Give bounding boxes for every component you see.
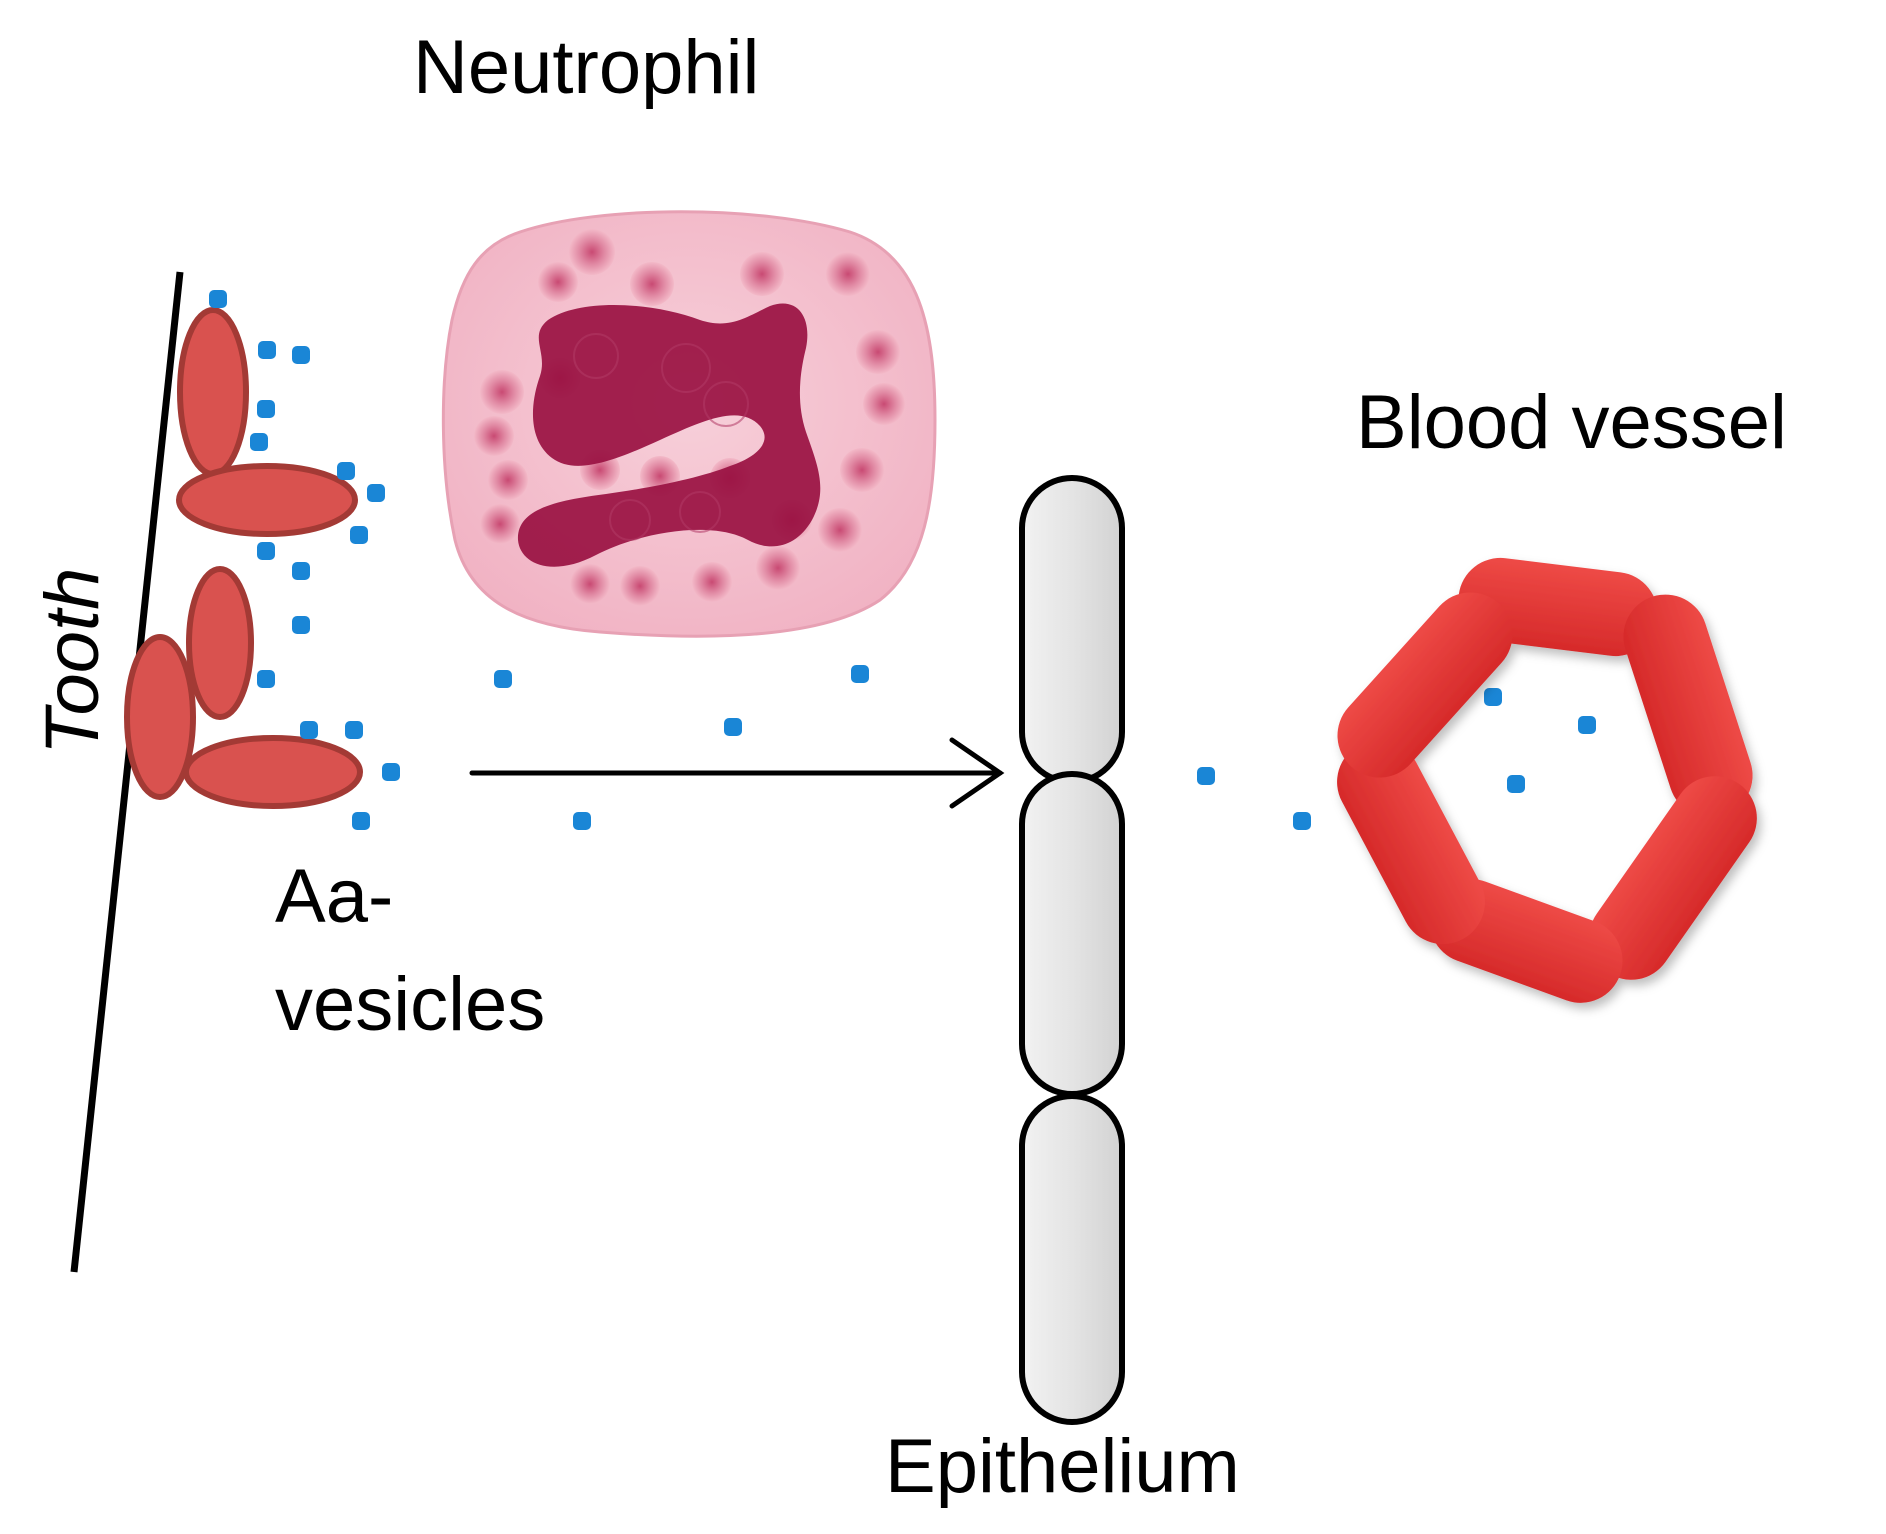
label-blood-vessel: Blood vessel — [1356, 380, 1787, 465]
arrow-to-epithelium — [469, 737, 1005, 809]
label-aa-vesicles-line1: Aa- — [275, 854, 393, 939]
label-neutrophil: Neutrophil — [413, 25, 759, 110]
label-tooth: Tooth — [30, 568, 115, 755]
label-epithelium: Epithelium — [885, 1424, 1240, 1509]
neutrophil-icon — [441, 210, 937, 638]
bacteria-icon — [124, 307, 363, 809]
label-aa-vesicles-line2: vesicles — [275, 962, 545, 1047]
tooth-surface-line — [70, 271, 184, 1273]
epithelial-cell-icon — [1019, 475, 1125, 1425]
nucleus-texture — [573, 333, 749, 541]
vesicle-dots — [209, 290, 1596, 830]
neutrophil-nucleus — [517, 303, 821, 567]
blood-vessel-icon — [1337, 557, 1757, 1003]
